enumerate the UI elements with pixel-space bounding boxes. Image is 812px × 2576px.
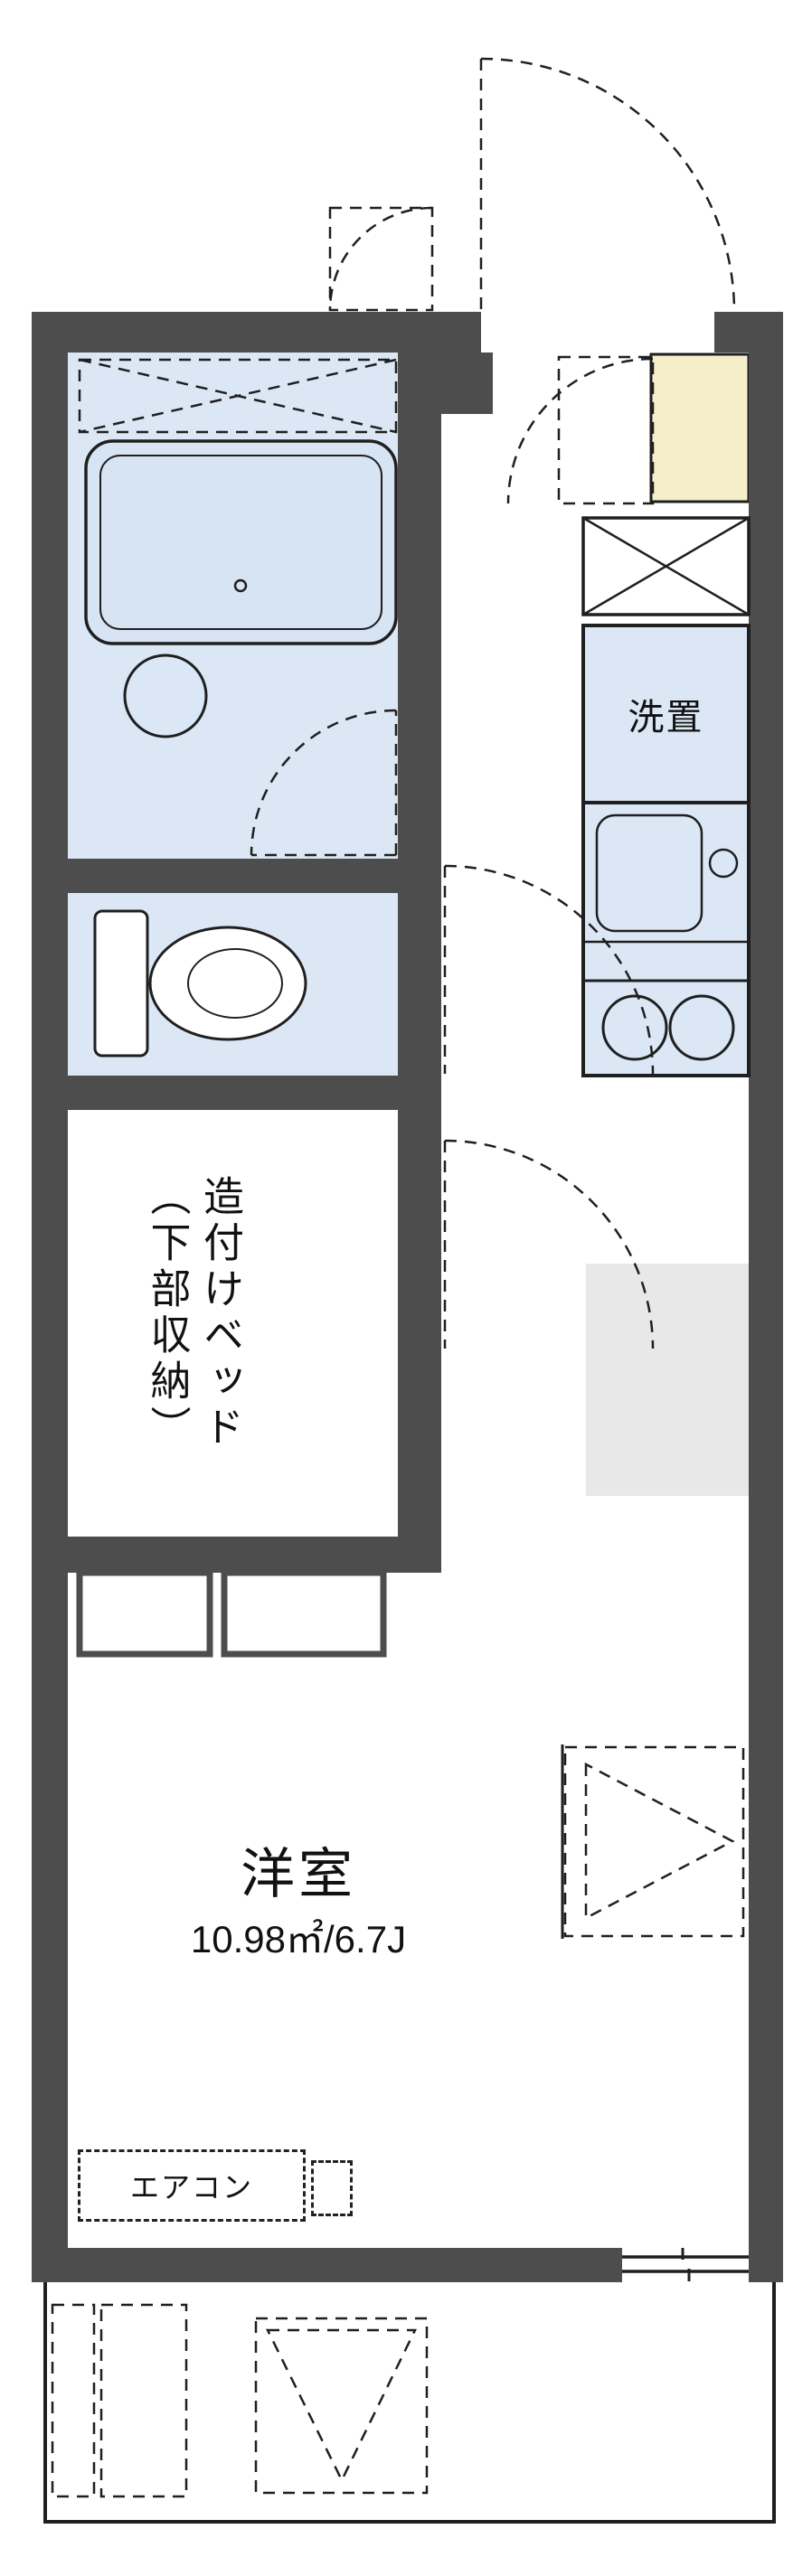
- storage-door-right: [221, 1569, 387, 1658]
- wall-left: [32, 353, 68, 2282]
- balcony-sliding-door: [622, 2248, 749, 2281]
- wall-bottom: [32, 2248, 622, 2282]
- room-name-label: 洋室: [241, 1843, 356, 1904]
- bed-icon: [561, 1744, 745, 1939]
- wall-bath-toilet: [68, 859, 398, 893]
- wall-top-left: [32, 312, 481, 353]
- wall-entrance-stub: [434, 353, 493, 414]
- laundry-label: 洗置: [628, 698, 704, 738]
- wall-toilet-bottom: [68, 1076, 398, 1110]
- air-conditioner-box: エアコン: [78, 2149, 306, 2222]
- toilet-bowl-icon: [148, 926, 307, 1041]
- balcony-border: [43, 2282, 776, 2524]
- under-bed-storage-doors: [76, 1569, 387, 1658]
- air-conditioner-side-box: [311, 2160, 353, 2216]
- balcony: [43, 2282, 776, 2524]
- fridge-space: [586, 1264, 749, 1496]
- balcony-storage: [254, 2317, 429, 2495]
- toilet-tank: [93, 909, 149, 1058]
- stove-burner-right: [668, 994, 735, 1061]
- balcony-utility-left-2: [99, 2303, 188, 2498]
- bathtub-icon: [84, 439, 398, 645]
- wash-stool-icon: [123, 653, 208, 738]
- wall-top-right: [714, 312, 783, 353]
- window-swing-top-left: [328, 206, 434, 312]
- room-size-label: 10.98㎡/6.7J: [190, 1917, 407, 1960]
- bathtub-inner-rim: [99, 455, 382, 630]
- toilet: [93, 909, 307, 1058]
- laundry-space-box: [581, 624, 751, 804]
- entrance: [328, 57, 736, 505]
- entrance-door-swing-inside: [506, 355, 655, 505]
- stove-icon: [581, 979, 751, 1077]
- toilet-bowl-inner: [187, 948, 283, 1019]
- bathtub-drain: [233, 578, 248, 593]
- upper-cabinet-x-box: [581, 516, 751, 616]
- faucet-icon: [708, 848, 739, 879]
- storage-door-left: [76, 1569, 213, 1658]
- bathroom-door-swing-arc: [250, 709, 398, 857]
- hallway-door-swing-arcs: [443, 864, 655, 1349]
- wall-center-divider: [398, 353, 441, 1573]
- sink-basin-icon: [595, 813, 703, 933]
- wall-right: [749, 353, 783, 2282]
- entrance-cabinet: [649, 353, 751, 503]
- kitchen-column: [581, 516, 751, 1077]
- bathroom: [78, 358, 398, 857]
- walls: [32, 312, 783, 2282]
- wall-bedroom-bottom: [68, 1537, 398, 1573]
- balcony-utility-left-1: [51, 2303, 96, 2498]
- entrance-door-swing-outside: [479, 57, 736, 313]
- stove-burner-left: [601, 994, 668, 1061]
- built-in-bed-label: 造付けベッド（下部収納）: [144, 1175, 244, 1452]
- bathroom-ceiling-panel: [78, 358, 398, 434]
